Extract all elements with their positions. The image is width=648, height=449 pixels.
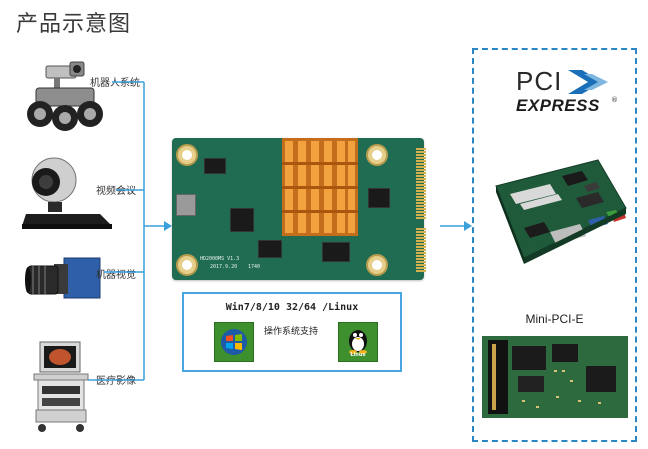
application-label: 机器人系统 [90, 78, 140, 89]
mini-pcie-slot-image [482, 336, 628, 418]
application-label: 机器视觉 [96, 270, 136, 281]
arrow-to-board [164, 221, 172, 231]
capture-card-board: HD2000MS V1.3 2017.9.20 1740 [172, 138, 426, 280]
mounting-hole [176, 144, 198, 166]
mounting-hole [366, 254, 388, 276]
linux-label: Linux [350, 352, 366, 358]
heatsink [282, 138, 358, 236]
application-medical: 医疗影像 [0, 336, 150, 432]
motherboard-image [495, 159, 627, 264]
application-robot: 机器人系统 [0, 56, 150, 146]
medical-imaging-cart-icon [33, 341, 89, 432]
board-silk-model: HD2000MS V1.3 [200, 256, 240, 262]
board-chip [368, 188, 390, 208]
board-silk-code: 1740 [248, 264, 261, 270]
mini-pcie-label: Mini-PCI-E [525, 312, 584, 326]
registered-mark: ® [611, 96, 618, 104]
page-title: 产品示意图 [16, 12, 132, 37]
application-label: 视频会议 [96, 186, 136, 197]
board-chip [258, 240, 282, 258]
application-conference: 视频会议 [0, 156, 150, 246]
board-chip [230, 208, 254, 232]
board-chip [204, 158, 226, 174]
mounting-hole [176, 254, 198, 276]
edge-connector [416, 228, 426, 272]
application-label: 医疗影像 [96, 376, 136, 387]
pcie-logo-chevron-icon [568, 70, 608, 94]
conference-camera-icon [22, 157, 112, 229]
industrial-camera-icon [25, 257, 101, 299]
arrow-to-pcie [464, 221, 472, 231]
pcie-logo-text: PCI [516, 66, 563, 96]
edge-connector [416, 148, 426, 219]
windows-logo-icon [214, 322, 254, 362]
os-support-box: Win7/8/10 32/64 /Linux 操作系统支持 Linux [182, 292, 402, 372]
board-chip [322, 242, 350, 262]
linux-penguin-icon: Linux [338, 322, 378, 362]
board-connector [176, 194, 196, 216]
os-title: Win7/8/10 32/64 /Linux [225, 302, 359, 313]
pcie-frame: PCI EXPRESS ® Mini-PCI-E [472, 48, 637, 442]
mounting-hole [366, 144, 388, 166]
pcie-logo-express: EXPRESS [516, 96, 600, 115]
os-support-label: 操作系统支持 [264, 327, 319, 337]
robot-icon [27, 61, 103, 131]
application-vision: 机器视觉 [0, 252, 150, 342]
board-silk-date: 2017.9.20 [210, 264, 238, 270]
